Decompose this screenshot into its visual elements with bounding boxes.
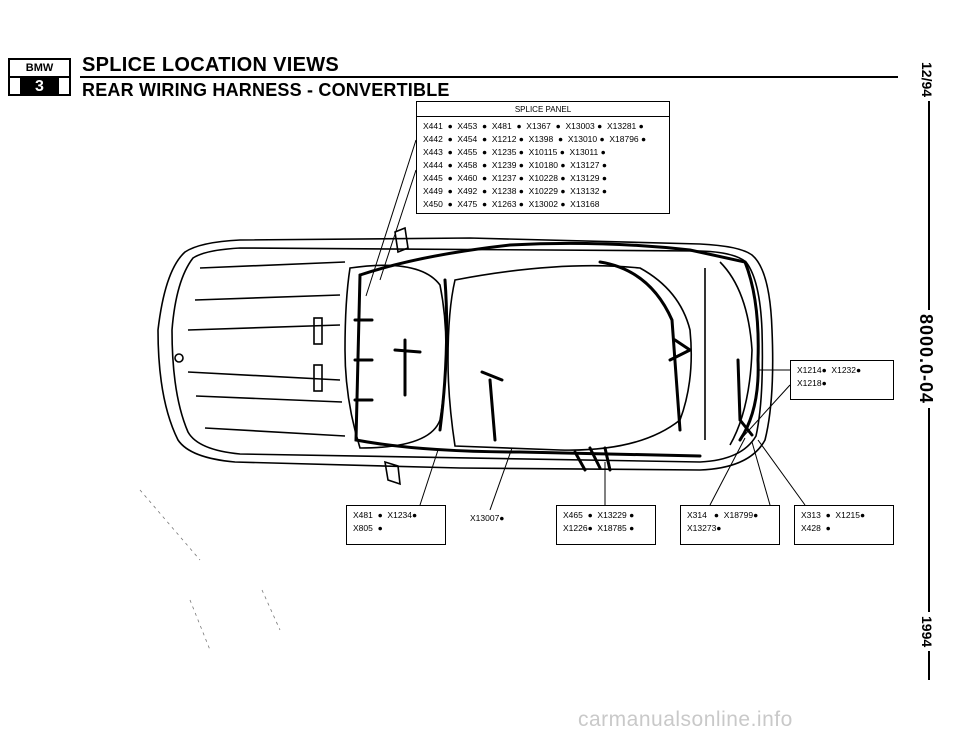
callout-row: X13273● bbox=[687, 523, 722, 533]
leader-line bbox=[739, 384, 791, 441]
guide-line bbox=[139, 489, 201, 561]
callout-bottom-4: X314 ● X18799● X13273● bbox=[680, 505, 780, 545]
callout-bottom-1: X481 ● X1234● X805 ● bbox=[346, 505, 446, 545]
callout-row: X481 ● X1234● bbox=[353, 510, 418, 520]
windshield bbox=[344, 264, 447, 449]
header-rule bbox=[80, 76, 898, 78]
hood-center bbox=[187, 324, 341, 331]
callout-bottom-5: X313 ● X1215● X428 ● bbox=[794, 505, 894, 545]
harness bbox=[353, 318, 374, 402]
harness bbox=[736, 358, 754, 437]
harness bbox=[598, 260, 682, 432]
callout-bottom-3: X465 ● X13229 ● X1226● X18785 ● bbox=[556, 505, 656, 545]
leader-line bbox=[379, 169, 417, 281]
watermark: carmanualsonline.info bbox=[578, 708, 793, 731]
car-body-inner bbox=[171, 247, 764, 463]
splice-panel-box: SPLICE PANEL X441 ● X453 ● X481 ● X1367 … bbox=[416, 101, 670, 214]
harness bbox=[668, 338, 692, 362]
car-body-outline bbox=[157, 237, 774, 471]
callout-row: X313 ● X1215● bbox=[801, 510, 866, 520]
logo-series: 3 bbox=[20, 78, 59, 96]
callout-bottom-2: X13007● bbox=[470, 513, 505, 523]
guide-line bbox=[189, 599, 211, 651]
harness bbox=[393, 338, 422, 397]
harness bbox=[573, 446, 612, 472]
leader-line bbox=[751, 441, 771, 506]
callout-row: X1214● X1232● bbox=[797, 365, 862, 375]
callout-row: X465 ● X13229 ● bbox=[563, 510, 635, 520]
hood-line bbox=[204, 427, 346, 437]
splice-panel-row: X449 ● X492 ● X1238 ● X10229 ● X13132 ● bbox=[423, 186, 607, 196]
harness bbox=[480, 370, 504, 442]
splice-panel-row: X444 ● X458 ● X1239 ● X10180 ● X13127 ● bbox=[423, 160, 607, 170]
hood-line bbox=[195, 395, 343, 403]
side-year: 1994 bbox=[919, 612, 935, 652]
mirror bbox=[394, 226, 409, 254]
callout-row: X314 ● X18799● bbox=[687, 510, 759, 520]
splice-panel-row: X445 ● X460 ● X1237 ● X10228 ● X13129 ● bbox=[423, 173, 607, 183]
leader-line bbox=[757, 439, 806, 506]
splice-panel-row: X442 ● X454 ● X1212 ● X1398 ● X13010 ● X… bbox=[423, 134, 647, 144]
harness bbox=[438, 278, 449, 432]
guide-line bbox=[261, 589, 281, 631]
side-date: 12/94 bbox=[919, 58, 935, 102]
mirror bbox=[383, 460, 401, 486]
car-diagram bbox=[139, 139, 806, 651]
page-title: SPLICE LOCATION VIEWS bbox=[82, 54, 340, 76]
callout-right-upper: X1214● X1232● X1218● bbox=[790, 360, 894, 400]
callout-row: X428 ● bbox=[801, 523, 831, 533]
grille bbox=[313, 364, 323, 392]
page-subtitle: REAR WIRING HARNESS - CONVERTIBLE bbox=[82, 80, 450, 100]
hood-center bbox=[187, 371, 341, 381]
splice-panel-row: X443 ● X455 ● X1235 ● X10115 ● X13011 ● bbox=[423, 147, 606, 157]
callout-row: X1218● bbox=[797, 378, 827, 388]
bmw-logo: BMW 3 bbox=[8, 58, 71, 96]
callout-row: X805 ● bbox=[353, 523, 383, 533]
splice-panel-title: SPLICE PANEL bbox=[417, 102, 669, 117]
side-doc-number: 8000.0-04 bbox=[915, 310, 936, 409]
hood-line bbox=[194, 294, 341, 301]
grille bbox=[313, 317, 323, 345]
splice-panel-row: X441 ● X453 ● X481 ● X1367 ● X13003 ● X1… bbox=[423, 121, 644, 131]
hood-line bbox=[199, 261, 346, 269]
splice-panel-row: X450 ● X475 ● X1263 ● X13002 ● X13168 bbox=[423, 199, 600, 209]
harness bbox=[354, 273, 702, 458]
leader-line bbox=[419, 449, 439, 506]
leader-line bbox=[365, 139, 417, 297]
leader-line bbox=[489, 447, 513, 511]
logo-brand: BMW bbox=[10, 60, 69, 78]
leader-line bbox=[709, 437, 746, 506]
rear-deck bbox=[719, 261, 753, 446]
callout-row: X1226● X18785 ● bbox=[563, 523, 635, 533]
harness bbox=[358, 241, 760, 442]
hood-roundel bbox=[174, 353, 184, 363]
